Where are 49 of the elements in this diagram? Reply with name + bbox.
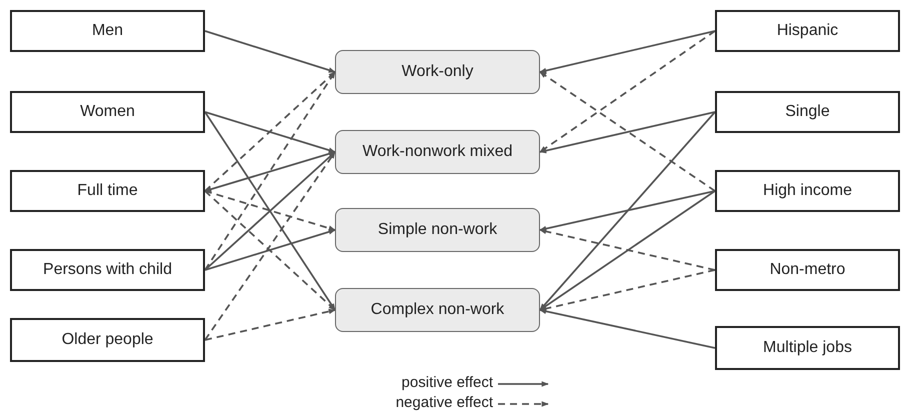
node-label: Women bbox=[80, 103, 135, 121]
arrow bbox=[204, 151, 336, 192]
arrow bbox=[204, 111, 336, 153]
factor-box bbox=[715, 249, 900, 291]
node-label: Simple non-work bbox=[378, 221, 498, 239]
factor-box bbox=[10, 10, 205, 52]
node-label: Non-metro bbox=[770, 261, 846, 279]
arrow bbox=[539, 228, 716, 271]
arrow bbox=[539, 190, 716, 232]
node-label: Older people bbox=[62, 331, 154, 349]
outcome-box bbox=[335, 288, 540, 332]
factor-box bbox=[10, 249, 205, 291]
node-label: High income bbox=[763, 182, 852, 200]
factor-box bbox=[715, 326, 900, 370]
node-label: Work-only bbox=[402, 63, 474, 81]
arrow bbox=[204, 190, 336, 311]
factor-box bbox=[10, 91, 205, 133]
arrow bbox=[539, 71, 716, 192]
factor-box bbox=[10, 318, 205, 362]
legend-label: positive effect bbox=[400, 374, 493, 392]
arrow bbox=[204, 71, 336, 270]
arrow bbox=[204, 229, 336, 271]
arrow bbox=[204, 71, 336, 192]
arrow bbox=[204, 190, 336, 231]
arrow bbox=[539, 30, 716, 74]
node-label: Work-nonwork mixed bbox=[362, 143, 512, 161]
arrow bbox=[539, 111, 716, 311]
node-label: Single bbox=[785, 103, 830, 121]
outcome-box bbox=[335, 130, 540, 174]
node-label: Multiple jobs bbox=[763, 339, 852, 357]
node-label: Complex non-work bbox=[370, 301, 504, 319]
legend-label: negative effect bbox=[394, 394, 493, 412]
arrow bbox=[539, 30, 716, 153]
node-label: Persons with child bbox=[43, 261, 172, 279]
node-label: Men bbox=[92, 22, 124, 40]
factor-box bbox=[715, 170, 900, 212]
arrow bbox=[539, 111, 716, 154]
outcome-box bbox=[335, 50, 540, 94]
arrow bbox=[204, 112, 336, 311]
arrow bbox=[204, 308, 336, 341]
factor-box bbox=[715, 91, 900, 133]
factor-box bbox=[10, 170, 205, 212]
outcome-box bbox=[335, 208, 540, 252]
arrow bbox=[539, 308, 716, 349]
node-label: Hispanic bbox=[776, 22, 838, 40]
node-label: Full time bbox=[77, 182, 138, 200]
arrow bbox=[204, 30, 336, 73]
factor-box bbox=[715, 10, 900, 52]
arrow bbox=[204, 151, 336, 341]
